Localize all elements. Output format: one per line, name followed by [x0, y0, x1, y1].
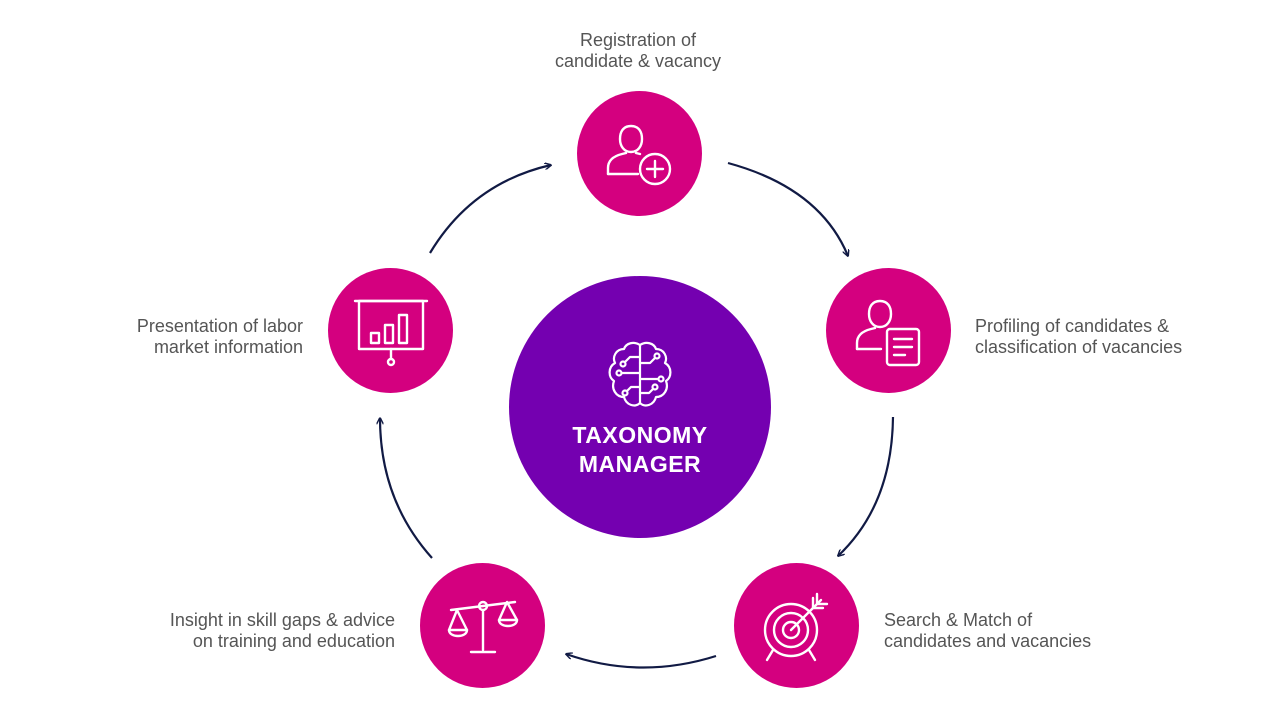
step-search-match-label-line1: Search & Match of — [884, 610, 1033, 630]
step-presentation-label-line1: Presentation of labor — [136, 316, 303, 336]
step-insight-label: Insight in skill gaps & advice on traini… — [95, 610, 395, 652]
step-presentation-node — [328, 268, 453, 393]
step-insight-node — [420, 563, 545, 688]
user-add-icon — [606, 124, 671, 185]
arrow-step2-to-step3 — [838, 416, 895, 556]
arrow-step3-to-step4 — [566, 654, 717, 669]
center-title-line1: TAXONOMY — [572, 422, 708, 448]
brain-circuit-icon — [608, 341, 672, 407]
step-registration-label: Registration of candidate & vacancy — [510, 30, 766, 72]
step-search-match-node — [734, 563, 859, 688]
step-presentation-label: Presentation of labor market information — [60, 316, 303, 358]
arrow-step1-to-step2 — [727, 161, 848, 256]
balance-scale-icon — [447, 600, 518, 653]
center-node: TAXONOMY MANAGER — [509, 276, 771, 538]
user-document-icon — [855, 299, 920, 366]
step-profiling-label-line1: Profiling of candidates & — [975, 316, 1170, 336]
step-registration-node — [577, 91, 702, 216]
target-arrow-icon — [763, 592, 828, 661]
arrow-step5-to-step1 — [429, 165, 551, 254]
step-insight-label-line1: Insight in skill gaps & advice — [169, 610, 395, 630]
step-registration-label-line2: candidate & vacancy — [554, 51, 722, 71]
step-profiling-label: Profiling of candidates & classification… — [975, 316, 1245, 358]
center-title-line2: MANAGER — [578, 451, 702, 477]
presentation-chart-icon — [353, 299, 428, 366]
step-presentation-label-line2: market information — [153, 337, 303, 357]
arrow-step4-to-step5 — [380, 418, 433, 559]
step-profiling-node — [826, 268, 951, 393]
step-registration-label-line1: Registration of — [579, 30, 697, 50]
step-search-match-label-line2: candidates and vacancies — [884, 631, 1092, 651]
step-search-match-label: Search & Match of candidates and vacanci… — [884, 610, 1154, 652]
step-insight-label-line2: on training and education — [192, 631, 395, 651]
step-profiling-label-line2: classification of vacancies — [975, 337, 1183, 357]
center-title: TAXONOMY MANAGER — [572, 421, 707, 479]
